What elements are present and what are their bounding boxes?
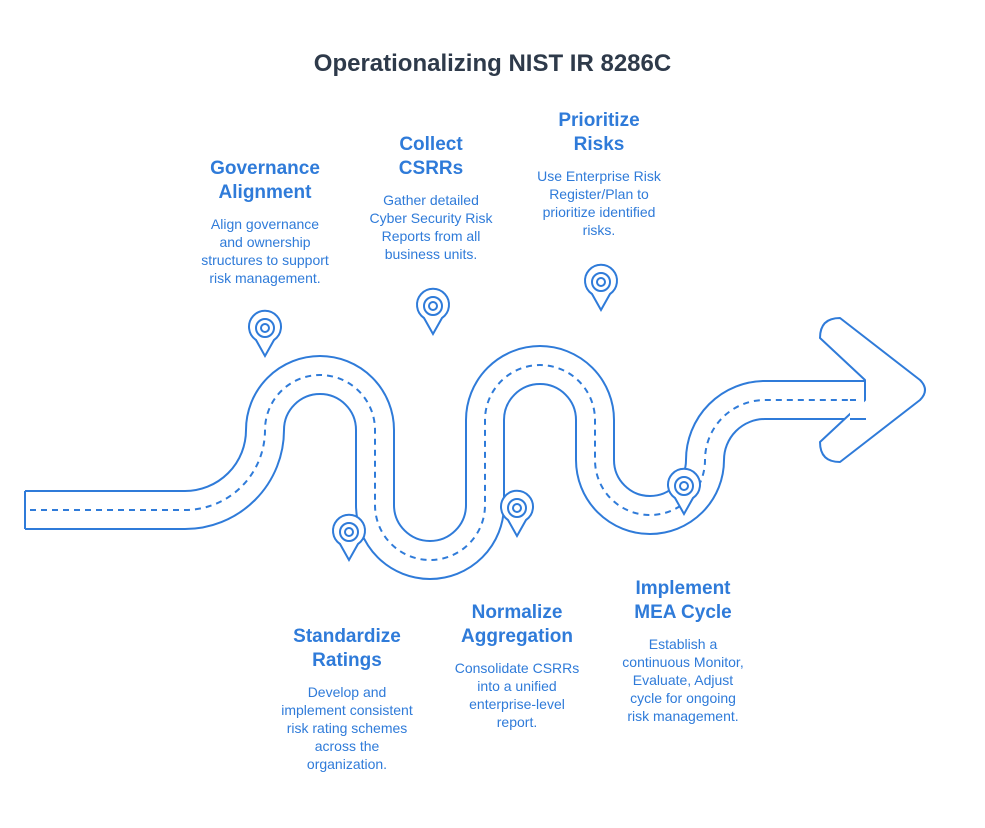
pin-icon-standardize [332,513,366,563]
arrow-head [819,317,926,463]
pin-icon-normalize [500,489,534,539]
page-title: Operationalizing NIST IR 8286C [313,50,672,77]
step-governance-alignment: Governance Alignment Align governance an… [180,157,350,287]
step-description: Gather detailed Cyber Security Risk Repo… [369,192,493,262]
step-description: Develop and implement consistent risk ra… [281,684,413,772]
step-title: Normalize Aggregation [461,602,573,647]
step-standardize-ratings: Standardize Ratings Develop and implemen… [262,625,432,773]
pin-icon-governance [248,309,282,359]
step-normalize-aggregation: Normalize Aggregation Consolidate CSRRs … [432,601,602,731]
step-title: Implement MEA Cycle [634,578,732,623]
road-surface [25,347,855,578]
step-title: Standardize Ratings [293,626,401,671]
pin-icon-prioritize [584,263,618,313]
step-description: Consolidate CSRRs into a unified enterpr… [454,660,580,730]
pin-icon-mea [667,467,701,517]
step-collect-csrrs: Collect CSRRs Gather detailed Cyber Secu… [346,133,516,263]
step-description: Use Enterprise Risk Register/Plan to pri… [537,168,661,238]
step-title: Prioritize Risks [558,110,640,155]
step-description: Establish a continuous Monitor, Evaluate… [622,636,744,724]
step-description: Align governance and ownership structure… [201,216,329,286]
pin-icon-collect [416,287,450,337]
step-implement-mea-cycle: Implement MEA Cycle Establish a continuo… [598,577,768,725]
step-prioritize-risks: Prioritize Risks Use Enterprise Risk Reg… [514,109,684,239]
step-title: Collect CSRRs [398,134,464,179]
step-title: Governance Alignment [210,158,320,203]
